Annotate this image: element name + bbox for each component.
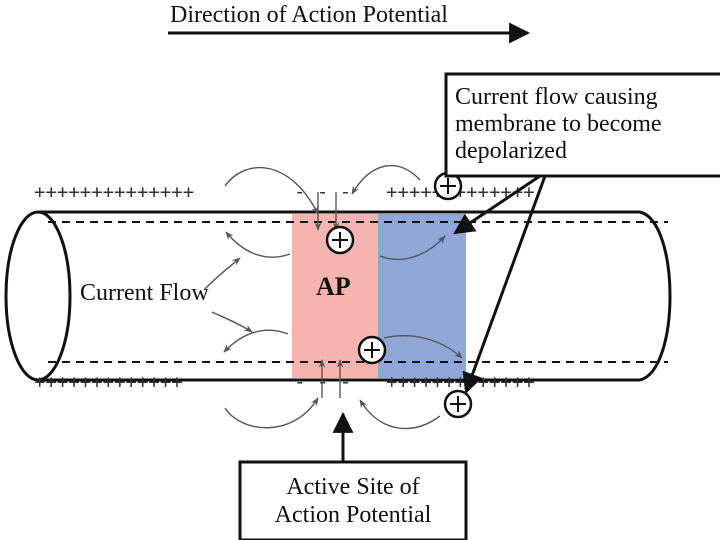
current-flow-label: Current Flow — [80, 280, 209, 306]
callout-depolarize-box — [444, 72, 720, 178]
top-negative-charges: - - - — [294, 181, 351, 203]
axon-left-end — [4, 210, 72, 382]
arrow-icon — [224, 397, 319, 429]
arrow-icon — [383, 335, 463, 359]
vertical-arrows — [314, 192, 344, 398]
title: Direction of Action Potential — [170, 2, 448, 28]
arrow-icon — [379, 235, 446, 260]
positive-ions — [325, 171, 473, 419]
callout-active-line-2: Action Potential — [275, 502, 432, 528]
depolarizing-region — [378, 214, 466, 378]
current-flow-arrows — [203, 164, 463, 430]
callout-active-box — [238, 460, 468, 540]
pointer-depolarize-to-ion — [462, 175, 547, 394]
bottom-positive-charges-right: +++++++++++++ — [386, 371, 535, 393]
arrow-icon — [224, 166, 319, 215]
plus-ion-icon — [443, 389, 473, 419]
plus-ion-icon — [357, 335, 387, 365]
bottom-positive-charges-left: +++++++++++++ — [34, 371, 183, 393]
arrow-icon — [225, 231, 291, 258]
callout-depolarize-line-3: depolarized — [455, 138, 567, 164]
arrow-icon — [211, 311, 253, 333]
plus-ion-icon — [325, 225, 355, 255]
top-positive-charges-left: ++++++++++++++ — [34, 181, 194, 203]
axon-right-end — [639, 210, 672, 382]
arrow-icon — [359, 399, 441, 430]
ap-label: AP — [316, 272, 351, 301]
callout-depolarize-line-1: Current flow causing — [455, 84, 658, 110]
axon-cylinder — [4, 210, 672, 382]
arrow-icon — [203, 257, 241, 291]
callout-depolarize-line-2: membrane to become — [455, 111, 662, 137]
arrow-icon — [351, 164, 421, 195]
arrow-icon — [223, 329, 289, 353]
callout-active-line-1: Active Site of — [286, 474, 419, 500]
pointer-depolarize-to-region — [453, 174, 541, 235]
